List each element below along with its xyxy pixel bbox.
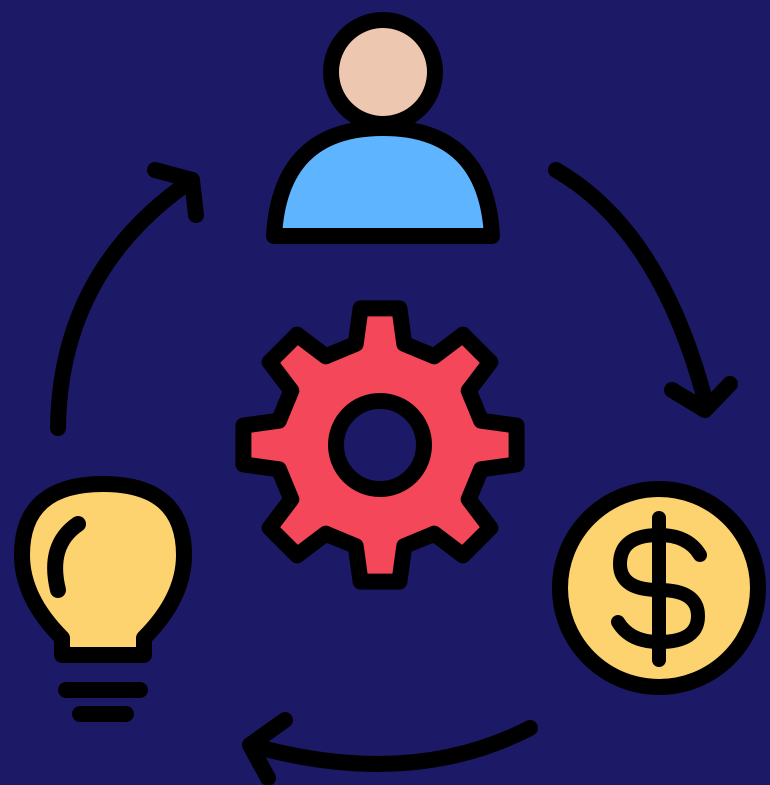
arrow-idea-to-person: [50, 162, 204, 436]
arrow-person-to-coin: [548, 162, 738, 418]
user-icon: [266, 12, 500, 244]
arrow-coin-to-idea: [242, 712, 538, 785]
dollar-coin-icon: [552, 481, 766, 695]
gear-hole: [328, 393, 432, 497]
dollar-sign: [611, 511, 707, 667]
bulb-highlight: [47, 516, 86, 598]
arrow-idea-to-person-shaft: [50, 172, 200, 436]
arrow-idea-to-person-head: [147, 162, 204, 223]
bulb-glass: [14, 476, 192, 663]
user-head: [323, 12, 443, 132]
arrow-coin-to-idea-head: [242, 712, 293, 785]
arrow-person-to-coin-shaft: [548, 162, 713, 408]
user-body: [266, 120, 500, 244]
arrow-person-to-coin-head: [664, 376, 738, 418]
lightbulb-icon: [14, 476, 192, 722]
arrow-coin-to-idea-shaft: [242, 720, 538, 772]
gear-icon: [235, 300, 525, 590]
